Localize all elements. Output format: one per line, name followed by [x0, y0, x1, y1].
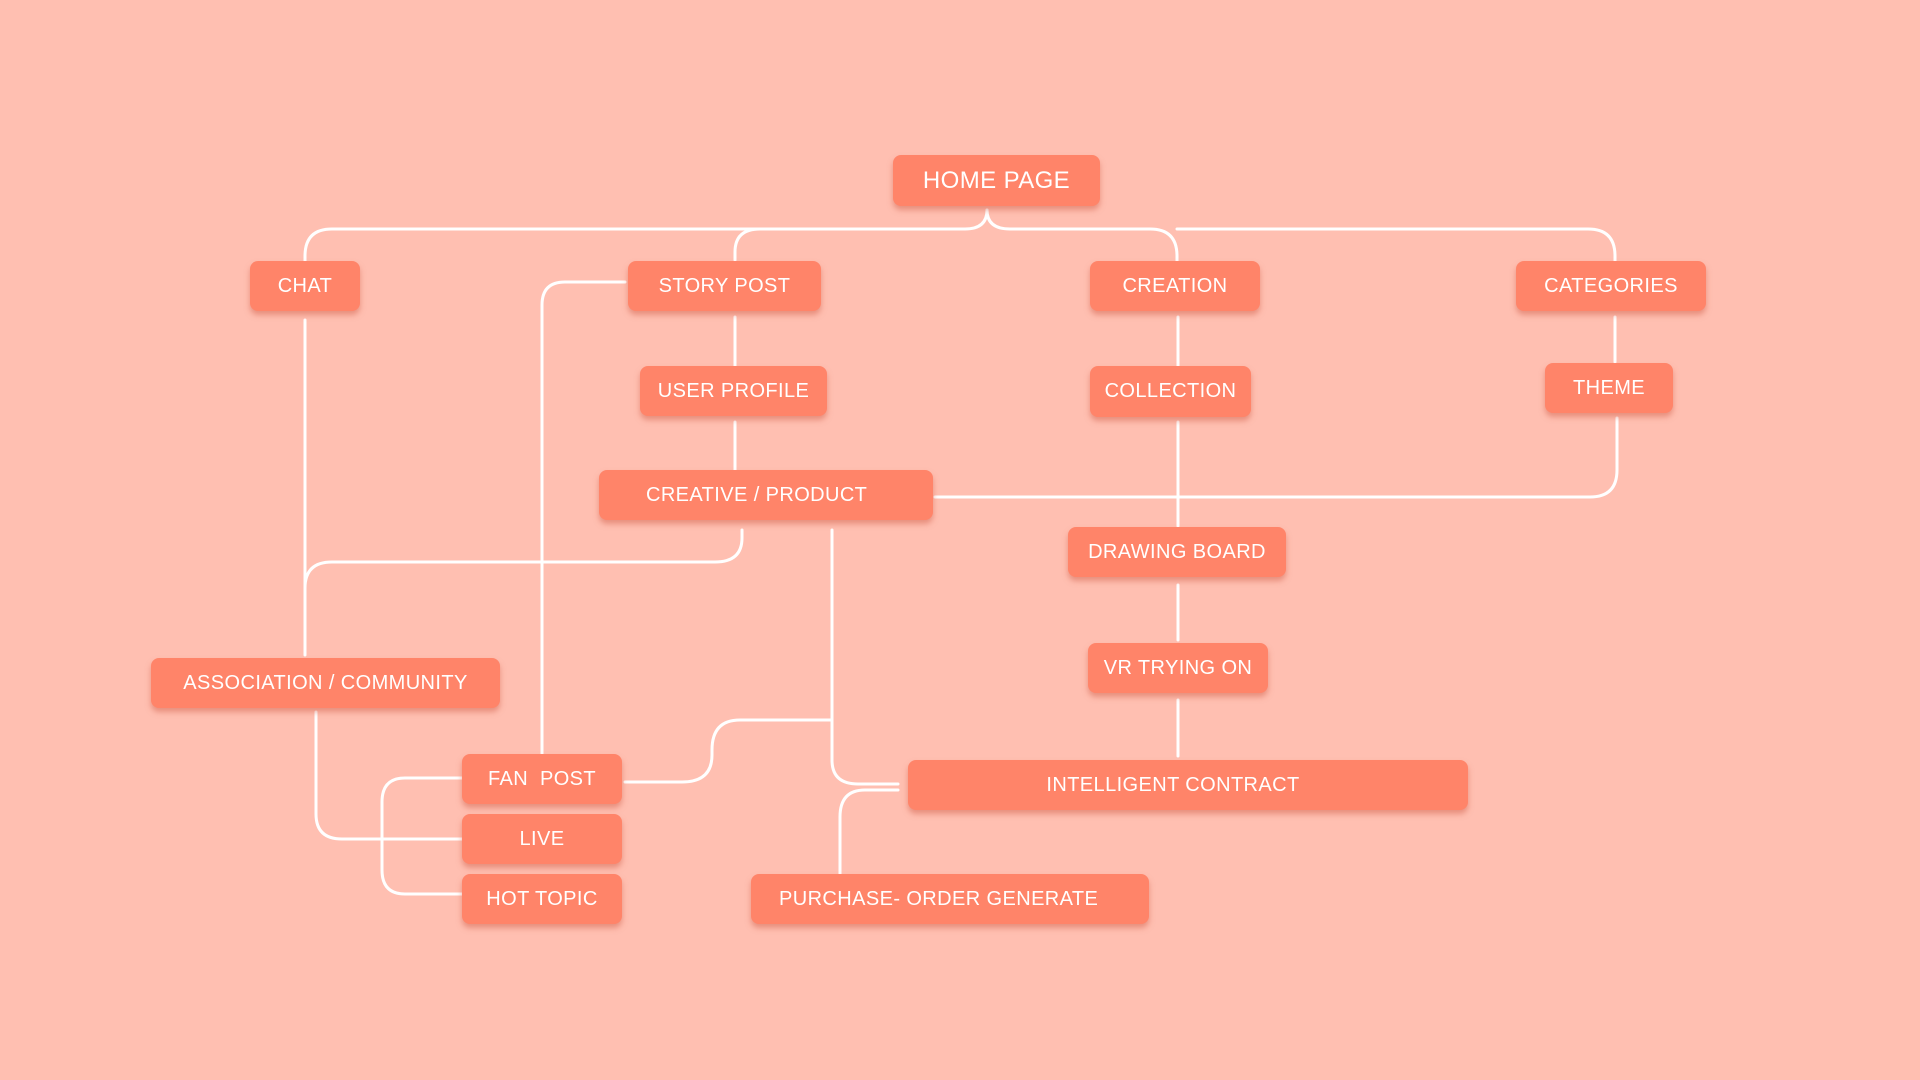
node-categories: CATEGORIES — [1516, 261, 1706, 311]
node-association-community: ASSOCIATION / COMMUNITY — [151, 658, 500, 708]
node-vr-trying-on: VR TRYING ON — [1088, 643, 1268, 693]
node-creative-product: CREATIVE / PRODUCT — [599, 470, 933, 520]
connector-bracket-fan-live-hot — [380, 776, 464, 896]
connector-contract-to-purchase-order — [838, 788, 900, 878]
connector-home-to-categories — [1175, 227, 1617, 264]
node-story-post: STORY POST — [628, 261, 821, 311]
node-drawing-board: DRAWING BOARD — [1068, 527, 1286, 577]
connector-creative-to-intelligent-contract — [830, 528, 900, 786]
connector-home-to-creation — [985, 208, 1179, 264]
node-intelligent-contract: INTELLIGENT CONTRACT — [908, 760, 1468, 810]
connector-home-to-story-post — [733, 227, 762, 262]
connector-theme-to-creative — [933, 416, 1619, 499]
connector-creative-to-association — [303, 528, 744, 590]
connector-association-to-live — [314, 710, 464, 841]
node-collection: COLLECTION — [1090, 366, 1251, 417]
node-creation: CREATION — [1090, 261, 1260, 311]
node-theme: THEME — [1545, 363, 1673, 413]
node-chat: CHAT — [250, 261, 360, 311]
node-live: LIVE — [462, 814, 622, 864]
node-hot-topic: HOT TOPIC — [462, 874, 622, 924]
node-fan-post: FAN POST — [462, 754, 622, 804]
node-home-page: HOME PAGE — [893, 155, 1100, 206]
connector-creative-to-fan-post — [623, 718, 834, 784]
node-user-profile: USER PROFILE — [640, 366, 827, 416]
connector-story-to-fan-post — [540, 280, 627, 758]
node-purchase-order-generate: PURCHASE- ORDER GENERATE — [751, 874, 1149, 924]
connector-home-to-chat — [303, 208, 989, 264]
